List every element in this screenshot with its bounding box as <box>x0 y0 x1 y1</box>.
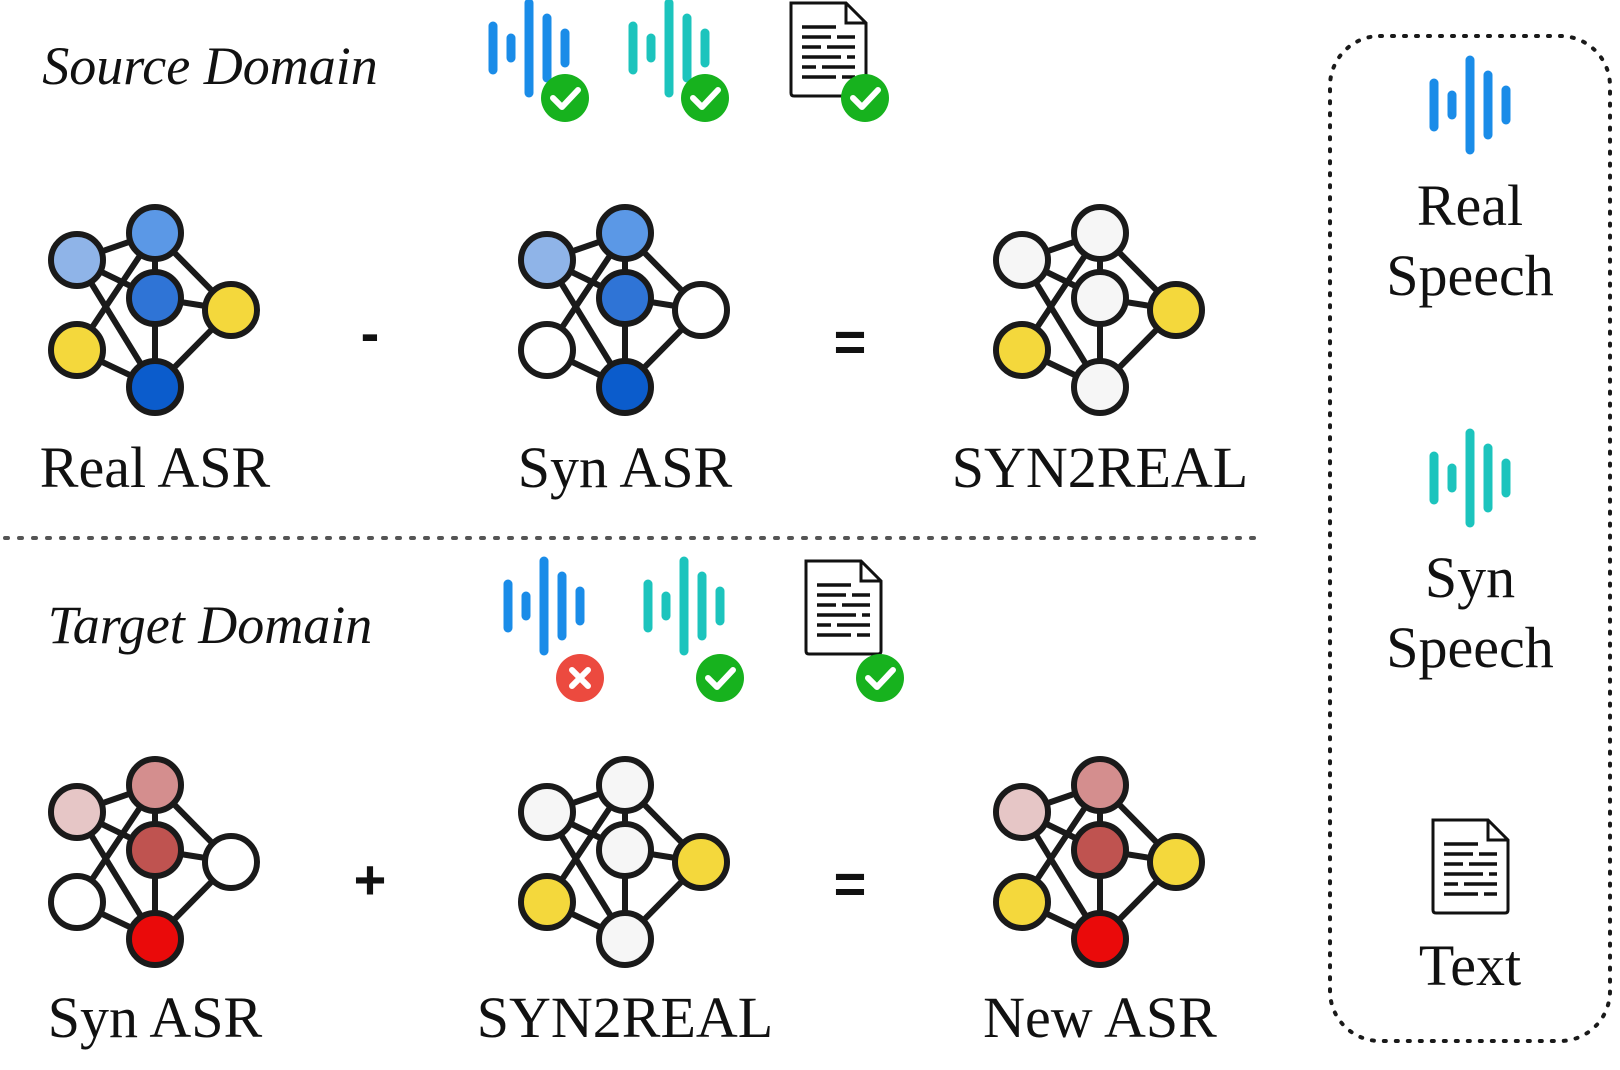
minus-operator: - <box>361 301 380 364</box>
target-model-3-network <box>993 756 1205 968</box>
source-model-2-network <box>518 204 730 416</box>
source-model-1-label: Real ASR <box>40 435 271 500</box>
source-model-3-label: SYN2REAL <box>952 435 1248 500</box>
legend-real-speech-icon <box>1434 60 1506 150</box>
source-domain-title: Source Domain <box>42 36 377 96</box>
target-model-1-network <box>48 756 260 968</box>
target-syn-speech-icon <box>648 561 720 651</box>
network-node <box>596 269 654 327</box>
cross-icon <box>556 654 604 702</box>
legend-item-2-line2: Speech <box>1386 615 1554 680</box>
network-node <box>1071 204 1129 262</box>
network-node <box>596 756 654 814</box>
network-node <box>1071 821 1129 879</box>
network-node <box>993 321 1051 379</box>
target-real-speech-icon <box>508 561 580 651</box>
target-model-3-label: New ASR <box>983 985 1217 1050</box>
equals-operator: = <box>834 310 867 373</box>
network-node <box>126 204 184 262</box>
network-node <box>596 358 654 416</box>
legend-item-2-line1: Syn <box>1425 545 1515 610</box>
check-icon <box>681 74 729 122</box>
legend-text-icon <box>1431 818 1510 915</box>
legend-border <box>1328 34 1612 1043</box>
legend-item-3-line1: Text <box>1419 933 1521 998</box>
network-node <box>126 358 184 416</box>
network-node <box>1147 281 1205 339</box>
legend-item-1-line1: Real <box>1417 173 1523 238</box>
target-model-1-label: Syn ASR <box>48 985 263 1050</box>
network-node <box>672 281 730 339</box>
network-node <box>126 910 184 968</box>
target-domain-title: Target Domain <box>48 595 373 655</box>
plus-operator: + <box>354 848 387 911</box>
network-node <box>518 231 576 289</box>
network-node <box>126 756 184 814</box>
network-node <box>48 321 106 379</box>
network-node <box>1071 269 1129 327</box>
network-node <box>48 231 106 289</box>
legend-item-1-line2: Speech <box>1386 243 1554 308</box>
network-node <box>202 281 260 339</box>
target-model-2-network <box>518 756 730 968</box>
check-icon <box>541 74 589 122</box>
network-node <box>1071 910 1129 968</box>
legend-syn-speech-icon <box>1434 433 1506 523</box>
network-node <box>518 321 576 379</box>
network-node <box>48 783 106 841</box>
network-node <box>202 833 260 891</box>
network-node <box>1071 358 1129 416</box>
target-text-icon <box>804 559 883 656</box>
network-node <box>596 821 654 879</box>
network-node <box>1071 756 1129 814</box>
network-node <box>126 269 184 327</box>
network-node <box>993 231 1051 289</box>
check-icon <box>841 74 889 122</box>
network-node <box>596 204 654 262</box>
network-node <box>518 873 576 931</box>
source-model-2-label: Syn ASR <box>518 435 733 500</box>
equals-operator: = <box>834 852 867 915</box>
network-node <box>1147 833 1205 891</box>
check-icon <box>856 654 904 702</box>
network-node <box>993 783 1051 841</box>
network-node <box>672 833 730 891</box>
check-icon <box>696 654 744 702</box>
network-node <box>48 873 106 931</box>
source-model-1-network <box>48 204 260 416</box>
source-model-3-network <box>993 204 1205 416</box>
network-node <box>518 783 576 841</box>
target-model-2-label: SYN2REAL <box>477 985 773 1050</box>
network-node <box>126 821 184 879</box>
network-node <box>993 873 1051 931</box>
network-node <box>596 910 654 968</box>
